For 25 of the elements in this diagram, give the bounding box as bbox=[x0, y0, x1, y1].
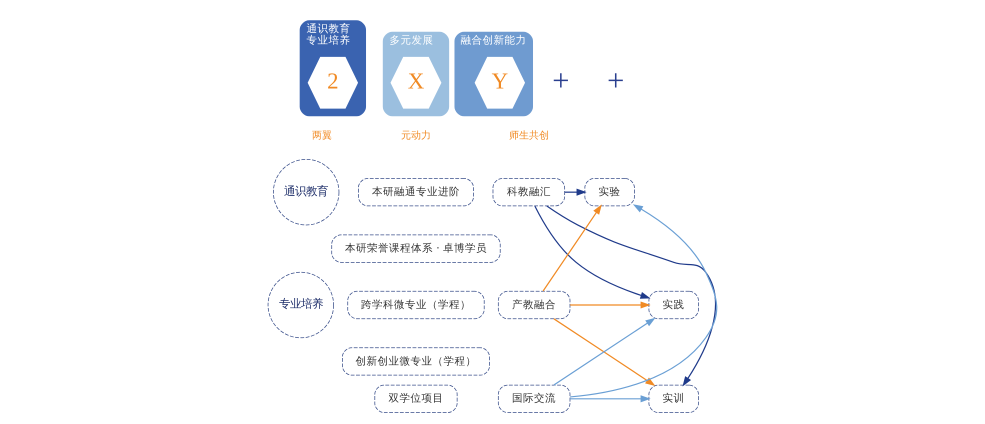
node-box: 实践 bbox=[648, 290, 699, 320]
node-box: 创新创业微专业（学程） bbox=[342, 347, 490, 376]
arrow bbox=[546, 206, 716, 386]
arrow bbox=[534, 206, 650, 299]
arrow bbox=[570, 302, 651, 309]
node-box: 实验 bbox=[584, 178, 635, 206]
node-circle: 通识教育 bbox=[273, 159, 340, 226]
node-box: 双学位项目 bbox=[374, 384, 458, 413]
arrow bbox=[542, 204, 602, 292]
node-box: 国际交流 bbox=[498, 384, 570, 413]
node-box: 实训 bbox=[648, 384, 699, 413]
arrow bbox=[564, 188, 587, 196]
label: + bbox=[607, 63, 624, 98]
node-box: 产教融合 bbox=[498, 290, 570, 320]
node-box: 本研荣誉课程体系 · 卓博学员 bbox=[331, 234, 501, 263]
label: + bbox=[552, 63, 570, 98]
node-label: 元动力 bbox=[400, 130, 431, 142]
node-box: 本研融通专业进阶 bbox=[358, 178, 474, 206]
node-circle: 专业培养 bbox=[268, 272, 334, 338]
node-box: 跨学科微专业（学程） bbox=[347, 290, 485, 320]
node-label: 两翼 bbox=[312, 130, 332, 142]
arrow bbox=[570, 395, 651, 402]
node-box: 科教融汇 bbox=[492, 178, 566, 206]
node-label: 师生共创 bbox=[508, 130, 549, 142]
arrow bbox=[570, 204, 718, 398]
